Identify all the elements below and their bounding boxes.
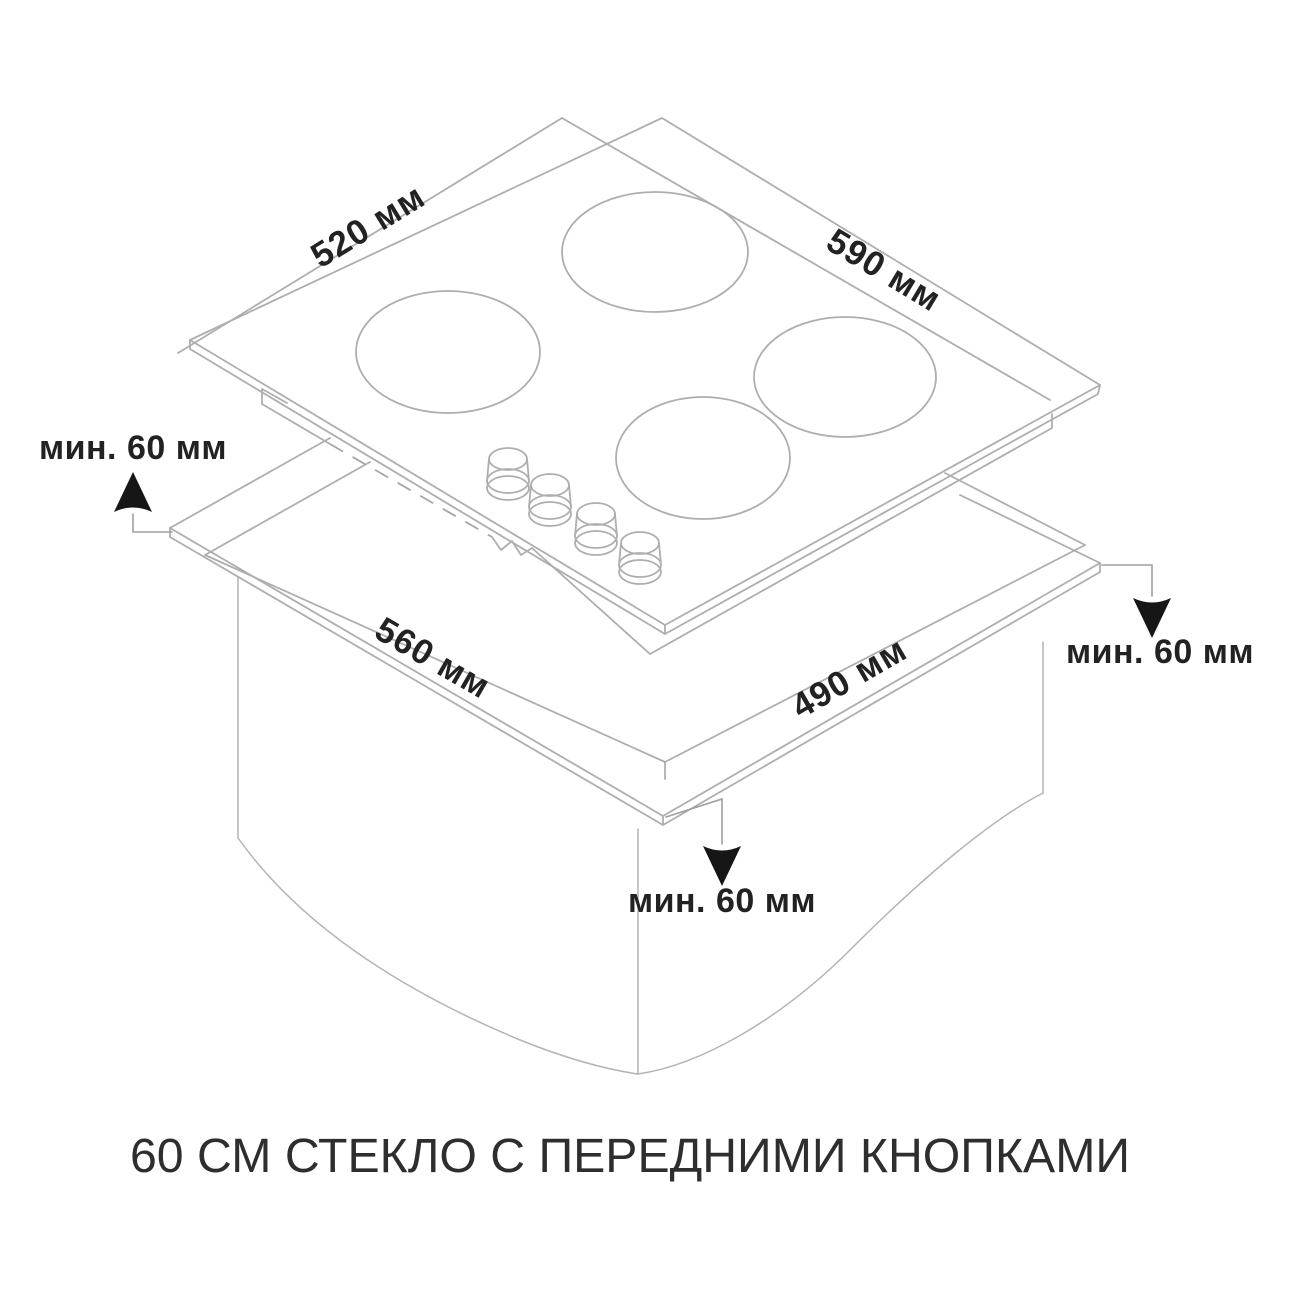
burner-box-bottom-right-edge [649,413,1053,655]
cabinet-outline [237,577,1044,1075]
control-knobs [486,447,662,585]
burner-left [355,290,541,414]
control-knob-1 [486,447,530,501]
label-clearance-right: мин. 60 мм [1066,633,1254,671]
label-dim-490: 490 мм [785,630,914,727]
cabinet-cutaway-curve [237,792,1044,1075]
clearance-markers [114,472,1171,886]
dimension-line-520 [177,117,563,354]
cutout-back-left-edge [204,461,371,556]
leader-bottom [665,797,723,845]
leader-right [1101,564,1153,597]
clearance-arrow-down-bottom-icon [703,846,741,886]
dimension-line-590 [561,117,1051,401]
label-clearance-bottom: мин. 60 мм [628,882,816,920]
dimension-lines [177,117,1051,401]
leader-left [132,513,173,533]
clearance-arrow-up-icon [114,472,152,512]
countertop-back-left-edge [169,437,331,529]
burner-right [753,316,937,438]
control-knob-4 [618,531,662,585]
control-knob-2 [528,473,572,527]
burner-box-bottom-left-zigzag [491,536,651,655]
hob-glass-panel [189,117,1101,635]
burner-box-vent-dashes [329,443,493,538]
countertop-back-right-edge [959,494,1101,564]
burner-box [261,388,1053,655]
burner-box-bottom-left-start [261,403,331,445]
cutout-back-right-edge [944,472,1086,546]
label-clearance-left: мин. 60 мм [39,429,227,467]
diagram-caption: 60 СМ СТЕКЛО С ПЕРЕДНИМИ КНОПКАМИ [130,1130,1130,1183]
control-knob-3 [574,502,618,556]
burner-back [561,191,749,313]
cutout-front-right-edge [664,544,1086,763]
burner-box-left-cap [261,388,288,405]
burner-zones [355,191,937,520]
cutout-front-left-edge [204,554,666,763]
clearance-arrow-down-right-icon [1133,598,1171,638]
burner-front [615,396,791,520]
label-dim-560: 560 мм [368,610,497,707]
glass-top-face [190,118,1100,625]
